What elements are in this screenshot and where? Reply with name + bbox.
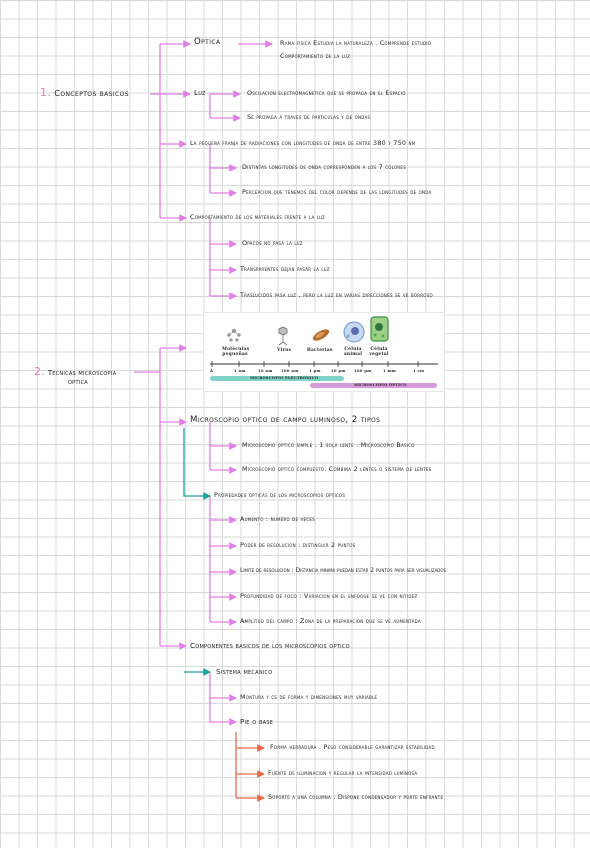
tick-label-10um: 10 μm — [331, 368, 346, 373]
tick-label-10nm: 10 nm — [258, 368, 273, 373]
tick-label-100um: 100 μm — [354, 368, 372, 373]
node-comport-3: Traslucidos pasa luz , pero la luz en va… — [240, 291, 433, 299]
node-luz-2: Se propaga a traves de particulas y de o… — [247, 113, 371, 121]
node-props-4: Profundidad de foco : Variacion en el en… — [240, 592, 418, 600]
node-props-1: Aumento : numero de veces — [240, 515, 315, 523]
tick-label-100nm: 100 nm — [281, 368, 299, 373]
node-comport-2: Transparentes dejan pasar la luz — [240, 265, 330, 273]
plant-cell-icon — [370, 316, 389, 342]
node-optica: Optica — [194, 37, 221, 47]
animal-cell-icon — [343, 321, 365, 343]
figure-label-molecules-line-1: Moléculas — [222, 347, 250, 352]
node-props-5: Amplitud del campo : Zona de la preparac… — [240, 617, 421, 625]
node-comport: Comportamiento de los materiales frente … — [190, 213, 326, 221]
microscopy-scale-graphic — [210, 316, 438, 388]
node-optica-def-1: Rama física Estudia la naturaleza . Comp… — [280, 39, 432, 47]
node-franja-2: Percepcion que tenemos del color depende… — [242, 188, 432, 196]
figure-label-animal-cell-line-2: animal — [343, 352, 363, 358]
bacteria-icon — [312, 329, 330, 341]
node-sist-1: Montura y cs de forma y dimensiones muy … — [240, 693, 378, 701]
figure-label-bacteria: Bacterias — [307, 348, 333, 353]
node-sist: Sistema mecanico — [216, 667, 273, 676]
tick-label-1mm: 1 mm — [383, 368, 396, 373]
node-micro-1: Microscopio optico simple . 1 sola lente… — [242, 441, 415, 449]
figure-label-plant-cell: Célula vegetal — [368, 347, 390, 357]
section-2-label-line-1: Tecnicas microscopia — [48, 369, 117, 377]
section-2-label-line-2: optica — [68, 378, 88, 386]
electron-microscope-range-bar — [210, 376, 344, 381]
node-luz: Luz — [194, 88, 206, 97]
section-1-label: Conceptos basicos — [54, 88, 129, 98]
node-pie-1: Forma herradura . Peso considerable gara… — [270, 743, 435, 751]
optical-microscope-label: MICROSCOPIO ÓPTICO — [354, 383, 407, 387]
node-pie-3: Soporte a una columna . Dispone condensa… — [268, 793, 444, 801]
microscopy-scale-figure: Moléculas pequeñas Virus Bacterias Célul… — [203, 312, 445, 392]
figure-label-molecules-line-2: pequeñas — [222, 352, 248, 358]
section-1-title: 1.Conceptos basicos — [40, 87, 129, 99]
tick-label-1cm: 1 cm — [413, 368, 425, 373]
node-props-2: Poder de resolucion : distinguir 2 punto… — [240, 541, 356, 549]
tick-label-1nm: 1 nm — [234, 368, 246, 373]
node-props: Propiedades opticas de los microscopios … — [214, 491, 346, 499]
electron-microscope-label: MICROSCOPIO ELECTRÓNICO — [250, 376, 319, 380]
node-franja: La pequeña franja de radiaciones con lon… — [190, 139, 416, 147]
figure-label-molecules: Moléculas pequeñas — [222, 347, 250, 358]
node-props-3: Limite de resolucion : Distancia minima … — [240, 567, 447, 574]
connector-props — [183, 428, 212, 500]
tick-label-angstrom: Å — [210, 368, 214, 373]
node-pie: Pie o base — [240, 717, 274, 726]
molecule-icon — [227, 328, 241, 342]
section-2-title: 2.Tecnicas microscopia — [34, 366, 116, 377]
node-pie-2: Fuente de iluminacion y regular la inten… — [268, 769, 418, 777]
figure-label-plant-cell-line-2: vegetal — [369, 352, 389, 358]
figure-label-animal-cell: Célula animal — [342, 347, 364, 357]
node-comport-1: Opacos no pasa la luz — [242, 239, 303, 247]
optical-microscope-range-bar — [310, 383, 437, 388]
node-micro-2: Microscopio optico compuesto. Combina 2 … — [242, 465, 432, 473]
section-2-number: 2. — [34, 365, 45, 378]
node-micro: Microscopio optico de campo luminoso, 2 … — [190, 415, 381, 425]
node-optica-def-2: Comportamiento de la luz — [280, 52, 351, 60]
tick-label-1um: 1 μm — [309, 368, 321, 373]
node-luz-1: Oscilacion electromagnetica que se propa… — [247, 89, 406, 97]
figure-label-animal-cell-line-1: Célula — [344, 347, 362, 352]
node-franja-1: Distintas longitudes de onda corresponde… — [242, 163, 406, 171]
section-1-number: 1. — [40, 86, 52, 99]
figure-label-plant-cell-line-1: Célula — [370, 347, 388, 352]
virus-icon — [278, 326, 288, 346]
node-comp: Componentes basicos de los microscopios … — [190, 641, 350, 650]
figure-label-virus: Virus — [277, 348, 292, 353]
